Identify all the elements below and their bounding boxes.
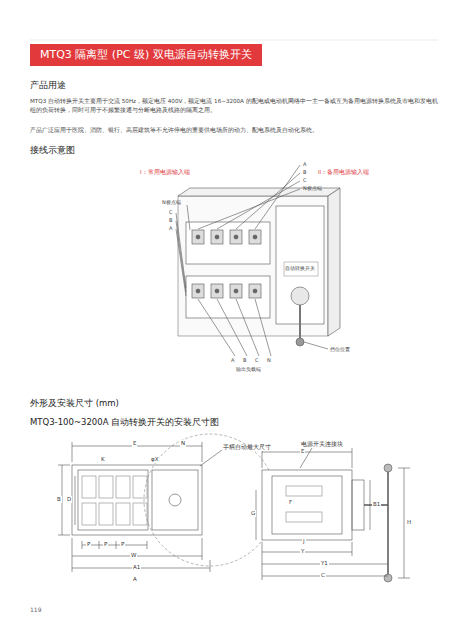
dimension-label: W [130, 552, 137, 559]
part-label: C [255, 357, 259, 363]
body-text: 产品广泛应用于医院、消防、银行、高层建筑等不允许停电的重要供电场所的动力、配电系… [30, 126, 438, 135]
dimension-label: H [406, 519, 412, 526]
dimension-label: φX [150, 456, 159, 463]
part-label: A [169, 225, 172, 231]
dimension-label: A1 [132, 564, 141, 571]
part-label: N [267, 357, 271, 363]
dimension-label: J [302, 538, 306, 545]
dimension-label: C [320, 572, 326, 579]
section-heading: MTQ3-100~3200A 自动转换开关的安装尺寸图 [30, 417, 219, 428]
body-text: MTQ3 自动转换开关主要用于交流 50Hz，额定电压 400V，额定电流 16… [30, 97, 438, 114]
part-label: B [169, 217, 172, 223]
input-label: I：常用电源输入端 [140, 169, 190, 176]
part-label: N极点端 [303, 185, 322, 191]
dimension-label: E [300, 448, 305, 455]
dimension-label: B [56, 496, 62, 503]
dimension-label: 电源开关连接块 [300, 441, 344, 448]
page-number: 119 [30, 606, 41, 614]
part-label: C [169, 209, 173, 215]
dimension-label: E [132, 440, 137, 447]
dimension-label: Y1 [320, 560, 329, 567]
dimension-label: B1 [372, 501, 381, 508]
section-heading: 外形及安装尺寸 (mm) [30, 398, 119, 409]
part-label: 自动转换开关 [285, 265, 315, 271]
dimension-label: D [66, 496, 72, 503]
switch-illustration [176, 165, 340, 356]
part-label: B [303, 169, 306, 175]
dimension-label: 手柄自动最大尺寸 [222, 444, 272, 451]
part-label: C [303, 177, 307, 183]
section-heading: 接线示意图 [30, 145, 75, 156]
dimension-label: N [180, 440, 186, 447]
dimension-label: Y [300, 548, 305, 555]
dimension-label: P [86, 541, 91, 548]
section-heading: 产品用途 [30, 80, 66, 91]
input-label: II：备用电源输入端 [318, 169, 369, 176]
dimension-label: K [100, 456, 106, 463]
dimension-label: P [103, 541, 108, 548]
part-label: N极点端 [162, 199, 181, 205]
side-view [256, 448, 410, 582]
dimension-label: F [288, 499, 293, 506]
front-view [58, 434, 276, 572]
dimension-label: A [132, 576, 138, 583]
dimension-label: G [250, 510, 256, 517]
part-label: B [243, 357, 246, 363]
part-label: 挡位位置 [330, 346, 350, 352]
dimension-label: P [120, 541, 125, 548]
part-label: A [303, 161, 306, 167]
title-bar: MTQ3 隔离型 (PC 级) 双电源自动转换开关 [30, 44, 262, 66]
part-label: A [231, 357, 234, 363]
part-label: 输出负载端 [236, 366, 261, 372]
